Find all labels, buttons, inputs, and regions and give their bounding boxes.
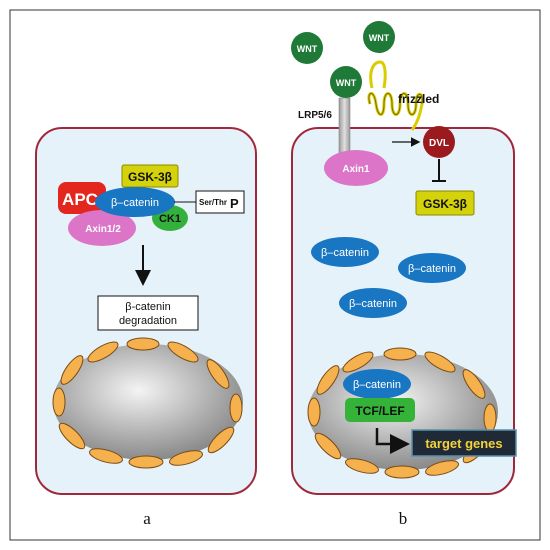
gsk3b-box-b <box>415 190 475 216</box>
degradation-line2: degradation <box>119 315 177 327</box>
target-genes-box <box>411 429 517 457</box>
degradation-line1: β-catenin <box>125 301 170 313</box>
ser-thr-label: Ser/Thr <box>199 198 227 207</box>
beta-catenin-nuclear <box>343 369 411 399</box>
gsk3b-box-a <box>121 164 179 188</box>
beta-catenin-free-label-2: β–catenin <box>408 263 456 275</box>
panel-a: GSK-3β APC Axin1/2 CK1 β–catenin Ser/Thr… <box>35 127 257 528</box>
frizzled-extracellular <box>369 60 387 89</box>
wnt-label-3: WNT <box>336 78 357 88</box>
axin-shape-a <box>68 210 136 246</box>
nucleus-a <box>52 337 243 469</box>
dvl-label: DVL <box>429 138 449 149</box>
degradation-box <box>97 295 199 331</box>
ser-thr-box <box>195 190 245 214</box>
axin-label-a: Axin1/2 <box>85 224 121 235</box>
ck1-label: CK1 <box>159 213 181 225</box>
beta-catenin-label-a: β–catenin <box>111 197 159 209</box>
axin1-label: Axin1 <box>342 164 370 175</box>
panel-b: WNT WNT frizzled LRP5/6 WNT Axin1 DVL GS… <box>291 21 517 528</box>
wnt-label-2: WNT <box>369 33 390 43</box>
nuclear-envelope-a <box>52 337 243 469</box>
lrp-label: LRP5/6 <box>298 110 332 121</box>
panel-b-letter: b <box>399 509 408 528</box>
wnt-ligand-bound <box>330 66 362 98</box>
phospho-label: P <box>230 196 239 211</box>
beta-catenin-free-3 <box>339 288 407 318</box>
transcription-arrow <box>375 428 410 454</box>
beta-catenin-shape-a <box>95 187 175 217</box>
target-genes-label: target genes <box>425 436 502 451</box>
beta-catenin-free-1 <box>311 237 379 267</box>
panel-a-letter: a <box>143 509 151 528</box>
beta-catenin-free-label-1: β–catenin <box>321 247 369 259</box>
gsk3b-label-b: GSK-3β <box>423 197 467 211</box>
tcf-lef-label: TCF/LEF <box>355 404 404 418</box>
beta-catenin-free-2 <box>398 253 466 283</box>
lrp-receptor <box>338 97 351 154</box>
dvl-shape <box>423 126 455 158</box>
tcf-lef-box <box>345 398 415 422</box>
apc-label: APC <box>62 190 98 209</box>
beta-catenin-nuclear-label: β–catenin <box>353 379 401 391</box>
beta-catenin-free-label-3: β–catenin <box>349 298 397 310</box>
apc-shape <box>58 182 106 214</box>
gsk3b-label-a: GSK-3β <box>128 170 172 184</box>
frizzled-label: frizzled <box>398 92 439 106</box>
wnt-label-1: WNT <box>297 44 318 54</box>
wnt-ligand-2 <box>363 21 395 53</box>
wnt-ligand-1 <box>291 32 323 64</box>
axin1-shape <box>324 150 388 186</box>
